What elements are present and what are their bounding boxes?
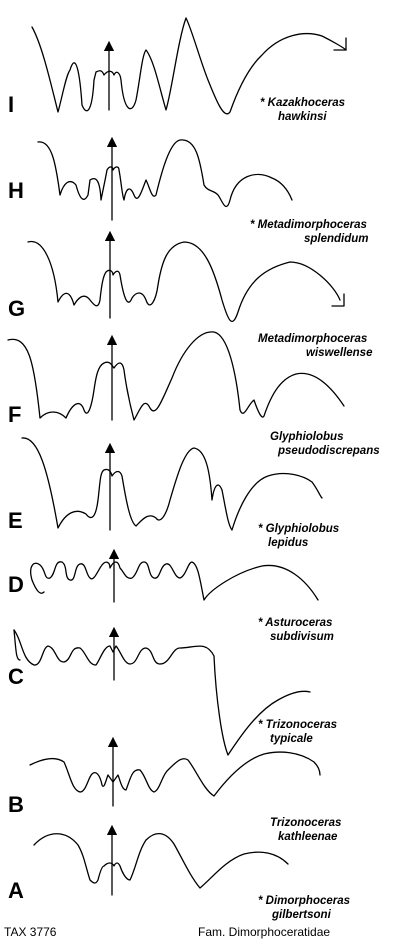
row-label-b: B (8, 792, 24, 817)
species-label-c: * Trizonoceras typicale (258, 718, 337, 746)
species-label-h: * Metadimorphoceras splendidum (250, 218, 369, 246)
species-label-f: Glyphiolobus pseudodiscrepans (270, 430, 380, 458)
row-label-e: E (8, 508, 23, 533)
suture-line-e (21, 437, 323, 531)
row-label-i: I (8, 92, 15, 117)
species-genus: * Metadimorphoceras (250, 219, 367, 231)
suture-line-d (30, 548, 319, 603)
species-epithet: kathleenae (278, 831, 338, 843)
species-genus: Trizonoceras (270, 817, 342, 829)
suture-line-f (7, 331, 345, 421)
row-label-c: C (8, 664, 24, 689)
species-epithet: pseudodiscrepans (278, 445, 380, 457)
species-label-g: Metadimorphoceras wiswellense (258, 332, 372, 360)
suture-line-h (37, 136, 293, 221)
species-epithet: splendidum (304, 233, 369, 245)
species-genus: * Glyphiolobus (258, 523, 340, 535)
species-epithet: gilbertsoni (272, 909, 331, 921)
species-epithet: subdivisum (270, 631, 334, 643)
species-label-b: Trizonoceras kathleenae (270, 816, 341, 844)
suture-line-g (27, 230, 345, 323)
suture-line-a (33, 824, 289, 896)
species-epithet: typicale (270, 733, 313, 745)
species-genus: * Dimorphoceras (258, 895, 351, 907)
row-label-g: G (8, 296, 26, 321)
row-label-f: F (8, 402, 22, 427)
species-label-d: * Asturoceras subdivisum (258, 616, 334, 644)
species-label-i: * Kazakhoceras hawkinsi (260, 96, 345, 124)
species-label-e: * Glyphiolobus lepidus (258, 522, 339, 550)
row-label-h: H (8, 178, 24, 203)
suture-line-c (13, 626, 311, 756)
species-genus: * Asturoceras (258, 617, 333, 629)
species-epithet: wiswellense (306, 347, 373, 359)
suture-line-i (31, 17, 347, 115)
species-genus: * Kazakhoceras (260, 97, 346, 109)
family-label: Fam. Dimorphoceratidae (198, 925, 331, 939)
species-genus: Glyphiolobus (270, 431, 344, 443)
species-genus: Metadimorphoceras (258, 333, 368, 345)
row-label-d: D (8, 572, 24, 597)
suture-line-b (29, 736, 321, 807)
species-epithet: lepidus (268, 537, 309, 549)
species-label-a: * Dimorphoceras gilbertsoni (258, 894, 350, 922)
row-label-a: A (8, 878, 24, 903)
species-epithet: hawkinsi (278, 111, 327, 123)
species-genus: * Trizonoceras (258, 719, 338, 731)
tax-id-label: TAX 3776 (4, 925, 57, 939)
